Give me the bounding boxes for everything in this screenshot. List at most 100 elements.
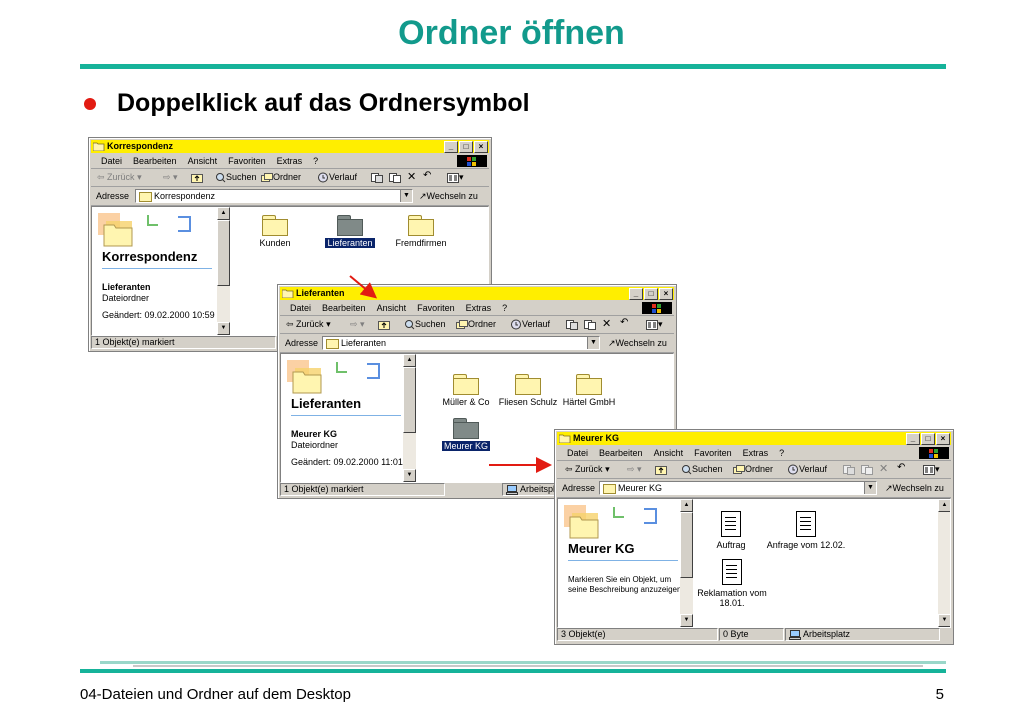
maximize-button[interactable]: □	[921, 433, 935, 445]
menu-help[interactable]: ?	[779, 448, 785, 458]
folders-button[interactable]: Ordner	[456, 319, 496, 330]
close-button[interactable]: ×	[474, 141, 488, 153]
scroll-thumb[interactable]	[217, 220, 230, 286]
move-to-button[interactable]	[566, 319, 578, 330]
address-dropdown-icon[interactable]: ▼	[864, 482, 876, 494]
menu-ansicht[interactable]: Ansicht	[653, 448, 684, 458]
views-button[interactable]: ▾	[646, 319, 663, 330]
folder-item-mueller[interactable]: Müller & Co	[433, 374, 499, 407]
address-field[interactable]: Korrespondenz ▼	[135, 189, 413, 203]
titlebar[interactable]: Korrespondenz _□×	[91, 140, 489, 153]
menu-datei[interactable]: Datei	[567, 448, 589, 458]
panel-scrollbar[interactable]: ▲ ▼	[403, 354, 416, 482]
up-folder-button[interactable]	[191, 172, 203, 183]
titlebar[interactable]: Lieferanten _□×	[280, 287, 674, 300]
views-button[interactable]: ▾	[447, 172, 464, 183]
move-to-button[interactable]	[843, 464, 855, 475]
minimize-button[interactable]: _	[629, 288, 643, 300]
scroll-up-icon[interactable]: ▲	[403, 354, 416, 367]
views-button[interactable]: ▾	[923, 464, 940, 475]
forward-button[interactable]: ⇨ ▾	[163, 172, 178, 182]
scroll-up-icon[interactable]: ▲	[680, 499, 693, 512]
go-button[interactable]: ↗Wechseln zu	[885, 483, 944, 493]
delete-icon[interactable]: ✕	[879, 463, 889, 475]
scroll-up-icon[interactable]: ▲	[217, 207, 230, 220]
delete-icon[interactable]: ✕	[602, 318, 612, 330]
forward-button[interactable]: ⇨ ▾	[627, 464, 642, 474]
back-button[interactable]: ⇦ Zurück ▾	[97, 172, 142, 182]
close-button[interactable]: ×	[936, 433, 950, 445]
search-button[interactable]: Suchen	[404, 319, 446, 330]
copy-to-button[interactable]	[861, 464, 873, 475]
minimize-button[interactable]: _	[444, 141, 458, 153]
document-item-anfrage[interactable]: Anfrage vom 12.02.	[756, 511, 856, 550]
menu-datei[interactable]: Datei	[290, 303, 312, 313]
scroll-down-icon[interactable]: ▼	[938, 614, 950, 627]
folder-item-meurer[interactable]: Meurer KG	[433, 418, 499, 451]
go-button[interactable]: ↗Wechseln zu	[419, 191, 478, 201]
address-dropdown-icon[interactable]: ▼	[587, 337, 599, 349]
menu-extras[interactable]: Extras	[276, 156, 303, 166]
menu-favoriten[interactable]: Favoriten	[417, 303, 455, 313]
document-item-auftrag[interactable]: Auftrag	[698, 511, 764, 550]
folder-icon	[408, 215, 434, 236]
titlebar[interactable]: Meurer KG _□×	[557, 432, 951, 445]
panel-scrollbar[interactable]: ▲ ▼	[217, 207, 230, 335]
menu-bearbeiten[interactable]: Bearbeiten	[322, 303, 366, 313]
go-button[interactable]: ↗Wechseln zu	[608, 338, 667, 348]
search-button[interactable]: Suchen	[215, 172, 257, 183]
back-button[interactable]: ⇦ Zurück ▾	[286, 319, 331, 329]
menu-ansicht[interactable]: Ansicht	[376, 303, 407, 313]
copy-to-button[interactable]	[584, 319, 596, 330]
folder-item-fremdfirmen[interactable]: Fremdfirmen	[388, 215, 454, 248]
maximize-button[interactable]: □	[644, 288, 658, 300]
content-scrollbar[interactable]: ▲ ▼	[938, 499, 950, 627]
scroll-down-icon[interactable]: ▼	[680, 614, 693, 627]
back-button[interactable]: ⇦ Zurück ▾	[565, 464, 610, 474]
undo-icon[interactable]: ↶	[897, 462, 906, 473]
menu-extras[interactable]: Extras	[465, 303, 492, 313]
menu-help[interactable]: ?	[313, 156, 319, 166]
search-button[interactable]: Suchen	[681, 464, 723, 475]
copy-to-button[interactable]	[389, 172, 401, 183]
history-button[interactable]: Verlauf	[510, 319, 550, 330]
folder-item-kunden[interactable]: Kunden	[242, 215, 308, 248]
undo-icon[interactable]: ↶	[423, 170, 432, 181]
history-button[interactable]: Verlauf	[787, 464, 827, 475]
scroll-down-icon[interactable]: ▼	[217, 322, 230, 335]
menu-favoriten[interactable]: Favoriten	[228, 156, 266, 166]
scroll-up-icon[interactable]: ▲	[938, 499, 950, 512]
menu-help[interactable]: ?	[502, 303, 508, 313]
maximize-button[interactable]: □	[459, 141, 473, 153]
undo-icon[interactable]: ↶	[620, 317, 629, 328]
panel-scrollbar[interactable]: ▲ ▼	[680, 499, 693, 627]
menu-ansicht[interactable]: Ansicht	[187, 156, 218, 166]
delete-icon[interactable]: ✕	[407, 171, 417, 183]
menu-datei[interactable]: Datei	[101, 156, 123, 166]
folders-button[interactable]: Ordner	[261, 172, 301, 183]
folder-item-fliesen-schulz[interactable]: Fliesen Schulz	[495, 374, 561, 407]
address-dropdown-icon[interactable]: ▼	[400, 190, 412, 202]
address-field[interactable]: Lieferanten ▼	[322, 336, 600, 350]
up-folder-button[interactable]	[378, 319, 390, 330]
menu-favoriten[interactable]: Favoriten	[694, 448, 732, 458]
folder-item-lieferanten[interactable]: Lieferanten	[317, 215, 383, 248]
menu-bearbeiten[interactable]: Bearbeiten	[133, 156, 177, 166]
window-meurer-kg[interactable]: Meurer KG _□× Datei Bearbeiten Ansicht Favo…	[554, 429, 954, 645]
folders-button[interactable]: Ordner	[733, 464, 773, 475]
forward-button[interactable]: ⇨ ▾	[350, 319, 365, 329]
up-folder-button[interactable]	[655, 464, 667, 475]
scroll-thumb[interactable]	[403, 367, 416, 433]
menu-bearbeiten[interactable]: Bearbeiten	[599, 448, 643, 458]
scroll-thumb[interactable]	[680, 512, 693, 578]
history-button[interactable]: Verlauf	[317, 172, 357, 183]
document-item-reklamation[interactable]: Reklamation vom 18.01.	[692, 559, 772, 608]
address-field[interactable]: Meurer KG ▼	[599, 481, 877, 495]
scroll-down-icon[interactable]: ▼	[403, 469, 416, 482]
folder-item-haertel[interactable]: Härtel GmbH	[556, 374, 622, 407]
move-to-button[interactable]	[371, 172, 383, 183]
menu-extras[interactable]: Extras	[742, 448, 769, 458]
close-button[interactable]: ×	[659, 288, 673, 300]
minimize-button[interactable]: _	[906, 433, 920, 445]
